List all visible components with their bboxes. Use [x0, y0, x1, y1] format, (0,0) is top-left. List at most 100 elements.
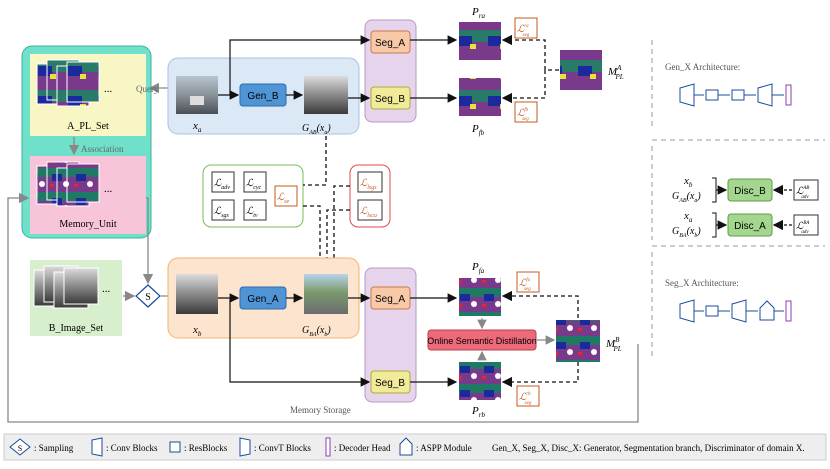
bottom-seg-b-label: Seg_B — [375, 378, 405, 389]
b-image-ellipsis: ... — [102, 283, 111, 295]
right-gab-label: GAB(xa) — [672, 191, 701, 204]
prb-label: Prb — [471, 405, 485, 419]
legend-aspp-icon — [399, 437, 413, 456]
loss-lscu-box — [357, 199, 383, 221]
memory-storage-label: Memory Storage — [290, 405, 351, 415]
query-label: Query — [136, 84, 159, 94]
legend-conv-icon — [91, 437, 103, 457]
legend-conv-text: : Conv Blocks — [106, 443, 158, 453]
legend-sampling-icon — [9, 438, 31, 456]
legend-decoder-text: : Decoder Head — [334, 443, 391, 453]
b-image-set-stack — [33, 265, 99, 309]
online-semantic-distillation-block — [427, 329, 537, 351]
mb-pl-map — [556, 320, 600, 362]
top-seg-a-block — [370, 30, 411, 54]
disc-b-label: Disc_B — [734, 186, 766, 197]
pra-map — [459, 22, 501, 60]
gen-arch-diagram — [679, 83, 792, 107]
legend-sampling-symbol: S — [18, 444, 22, 453]
disc-a-block — [727, 213, 773, 237]
legend-convt-icon — [239, 437, 251, 457]
legend-convt-text: : ConvT Blocks — [254, 443, 311, 453]
gen-b-label: Gen_B — [247, 91, 278, 102]
prb-map — [459, 362, 501, 400]
disc-b-brace — [712, 177, 717, 203]
legend-res-icon — [169, 441, 181, 453]
legend-decoder-icon — [325, 437, 331, 457]
xb-to-seg-b-arrow — [229, 298, 371, 387]
legend-sampling-text: : Sampling — [34, 443, 74, 453]
memory-unit-ellipsis: ... — [104, 183, 113, 195]
legend-description: Gen_X, Seg_X, Disc_X: Generator, Segment… — [492, 443, 805, 453]
loss-se-box — [274, 185, 298, 207]
loss-adv-box — [211, 171, 235, 193]
memory-unit-stack — [36, 161, 100, 207]
xa-to-seg-a-arrow — [229, 35, 371, 95]
xb-image — [176, 274, 218, 314]
pfa-map — [459, 278, 501, 316]
memory-storage-feedback-arrow — [7, 192, 639, 423]
xa-label: xa — [192, 120, 202, 134]
a-pl-set-label: A_PL_Set — [67, 121, 109, 132]
loss-sgs-box — [211, 199, 235, 221]
loss-adv-ba-box — [793, 214, 819, 236]
xa-image — [176, 76, 218, 114]
right-xb-label: xb — [683, 175, 693, 189]
ma-to-pra-dashed — [501, 34, 559, 71]
seg-loss-to-gba-dashed-2 — [321, 209, 350, 270]
loss-seg-ra-box — [514, 17, 538, 39]
legend-bar — [3, 433, 827, 461]
top-seg-b-label: Seg_B — [375, 94, 405, 105]
loss-seg-rb-box — [516, 385, 540, 407]
bottom-seg-a-label: Seg_A — [375, 294, 405, 305]
se-to-gba-dashed-1 — [303, 205, 326, 270]
disc-b-block — [727, 178, 773, 202]
ma-pl-map — [560, 50, 602, 90]
mb-to-prb-dashed — [501, 362, 579, 388]
a-pl-set-stack — [36, 59, 100, 107]
osd-label: Online Semantic Distillation — [427, 336, 537, 346]
loss-seg-fa-box — [516, 271, 540, 293]
association-label: Association — [81, 144, 124, 154]
pfb-map — [459, 78, 501, 116]
gen-a-label: Gen_A — [247, 294, 278, 305]
gen-arch-title: Gen_X Architecture: — [665, 62, 740, 72]
seg-loss-to-gba-dashed-1 — [328, 185, 350, 270]
pfb-label: Pfb — [471, 123, 485, 137]
gba-label: GBA(xb) — [302, 325, 331, 338]
loss-lsgs-box — [357, 171, 383, 193]
gab-label: GAB(xa) — [302, 123, 331, 136]
top-seg-a-label: Seg_A — [375, 38, 405, 49]
right-gba-label: GBA(xb) — [672, 226, 701, 239]
loss-seg-fb-box — [514, 101, 538, 123]
sampling-diamond — [135, 284, 161, 308]
loss-cyc-box — [243, 171, 267, 193]
mb-to-pfa-dashed — [501, 290, 579, 318]
gba-image — [304, 274, 348, 314]
loss-tv: ℒtv — [246, 206, 258, 219]
disc-a-label: Disc_A — [734, 221, 766, 232]
seg-arch-diagram — [679, 299, 792, 323]
xb-label: xb — [192, 324, 202, 338]
pra-label: Pra — [471, 6, 485, 20]
loss-adv-ab-box — [793, 179, 819, 201]
right-xa-label: xa — [683, 210, 693, 224]
pfa-label: Pfa — [471, 261, 485, 275]
disc-a-brace — [712, 212, 717, 238]
memory-to-sampling-arrow — [142, 197, 154, 285]
memory-unit-label: Memory_Unit — [59, 219, 116, 230]
legend-res-text: : ResBlocks — [184, 443, 228, 453]
gab-image — [304, 76, 348, 114]
loss-tv-box — [243, 199, 267, 221]
legend-aspp-text: : ASPP Module — [416, 443, 472, 453]
